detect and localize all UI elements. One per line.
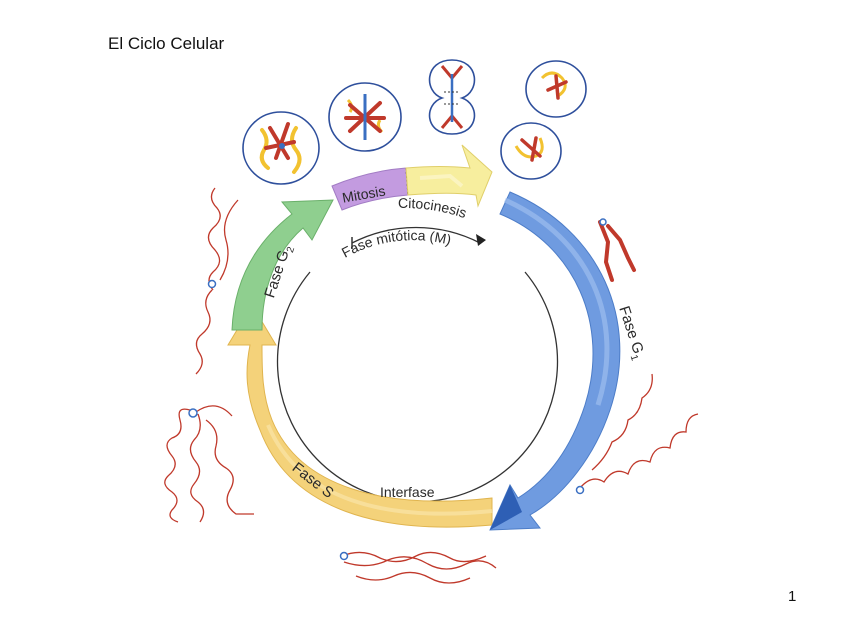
fase-g1-arrow	[489, 191, 621, 531]
fase-g2-sub: 2	[285, 245, 297, 254]
cell-daughter-top	[525, 60, 587, 118]
fase-g2-arrow	[231, 199, 334, 331]
fase-s-arrow	[227, 304, 493, 528]
citocinesis-label: Citocinesis	[398, 195, 469, 221]
mitosis-label: Mitosis	[341, 182, 387, 205]
cell-metaphase	[328, 82, 402, 152]
interfase-label: Interfase	[380, 484, 435, 500]
fase-mitotica-label-text: Fase mitótica (M)	[339, 227, 453, 261]
inner-cycle-ring	[276, 226, 559, 503]
cell-daughter-bottom	[500, 122, 562, 180]
fase-mitotica-label: Fase mitótica (M)	[339, 227, 453, 261]
slide-title: El Ciclo Celular	[108, 34, 225, 53]
chromatin-s-left	[164, 405, 254, 523]
chromatin-s-bottom	[339, 551, 497, 584]
citocinesis-label-text: Citocinesis	[398, 195, 469, 221]
cell-prophase	[242, 111, 320, 185]
page-number: 1	[788, 588, 797, 605]
chromatin-g1-right	[575, 373, 699, 495]
chromosome-g1-top	[598, 218, 636, 282]
fase-g1-sub: 1	[628, 354, 640, 363]
cell-anaphase	[428, 59, 476, 135]
chromatin-g2-left	[195, 187, 239, 375]
citocinesis-block	[405, 144, 493, 208]
